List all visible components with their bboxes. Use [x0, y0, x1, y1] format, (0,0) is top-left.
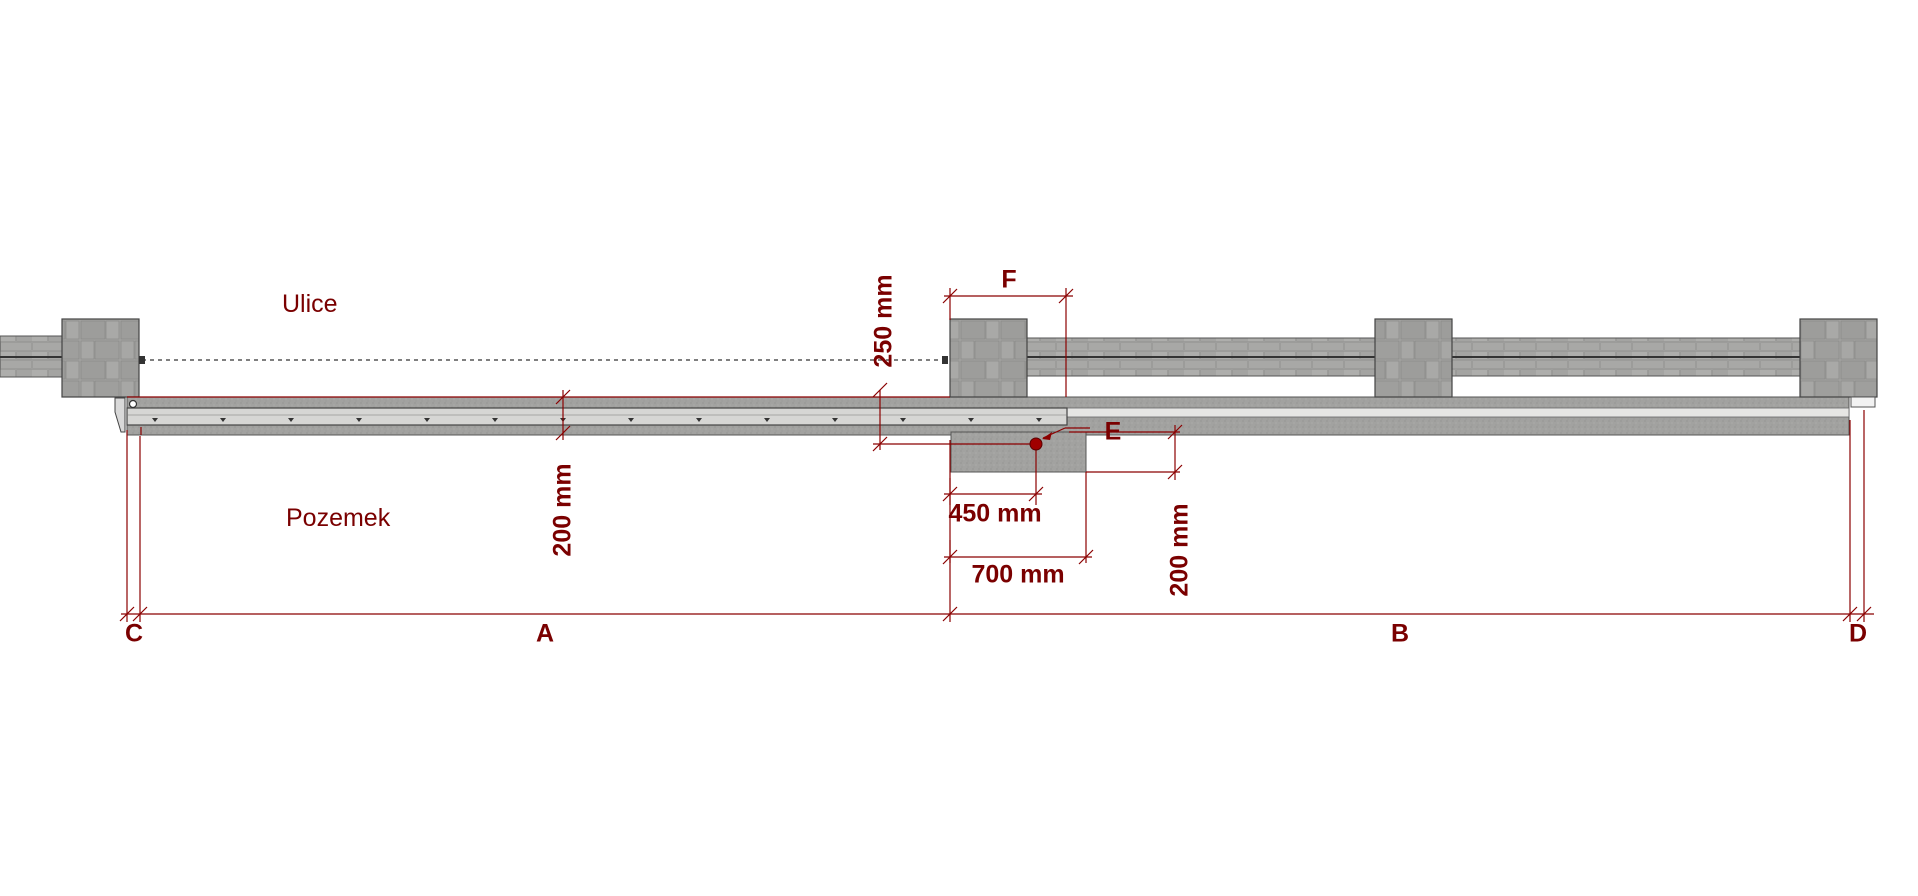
dimension-b-label: B [1390, 619, 1410, 648]
end-stop-block [1850, 396, 1876, 408]
right-fence-segment-2 [1451, 337, 1801, 377]
rack-tooth [764, 418, 770, 422]
dimension-250mm-label: 250 mm [869, 274, 898, 368]
right-fence-segment-1 [1025, 337, 1378, 377]
middle-pillar [1374, 318, 1453, 398]
rack-tooth [1036, 418, 1042, 422]
rack-tooth [968, 418, 974, 422]
dimension-f-label: F [1001, 265, 1017, 294]
gear-rack [152, 418, 1042, 422]
gate-opening-line [139, 356, 948, 364]
dimension-a-label: A [535, 619, 555, 648]
property-label: Pozemek [286, 504, 391, 532]
gate-pillar [949, 318, 1028, 398]
right-pillar [1799, 318, 1878, 398]
dimension-lines [119, 288, 1874, 622]
dimension-c-label: C [124, 619, 144, 648]
e-arrowhead [1042, 432, 1052, 440]
dimension-700mm-label: 700 mm [971, 560, 1065, 589]
rack-tooth [492, 418, 498, 422]
rack-tooth [220, 418, 226, 422]
dimension-200mm-left-label: 200 mm [548, 463, 577, 557]
dimension-200mm-right-label: 200 mm [1165, 503, 1194, 597]
sliding-gate-leaf [126, 407, 1068, 426]
dimension-d-label: D [1848, 619, 1868, 648]
rack-tooth [900, 418, 906, 422]
rack-tooth [628, 418, 634, 422]
left-pillar [61, 318, 140, 398]
dimension-450mm-label: 450 mm [948, 499, 1042, 528]
left-fence-segment [0, 335, 64, 378]
dimension-e-label: E [1104, 417, 1122, 446]
rack-tooth [696, 418, 702, 422]
rack-tooth [356, 418, 362, 422]
rack-tooth [832, 418, 838, 422]
rack-tooth [288, 418, 294, 422]
gate-catch-hook [114, 397, 138, 433]
rack-tooth [424, 418, 430, 422]
rack-tooth [152, 418, 158, 422]
motor-position-marker [1029, 437, 1043, 451]
motor-foundation [950, 431, 1087, 473]
street-label: Ulice [282, 290, 338, 318]
